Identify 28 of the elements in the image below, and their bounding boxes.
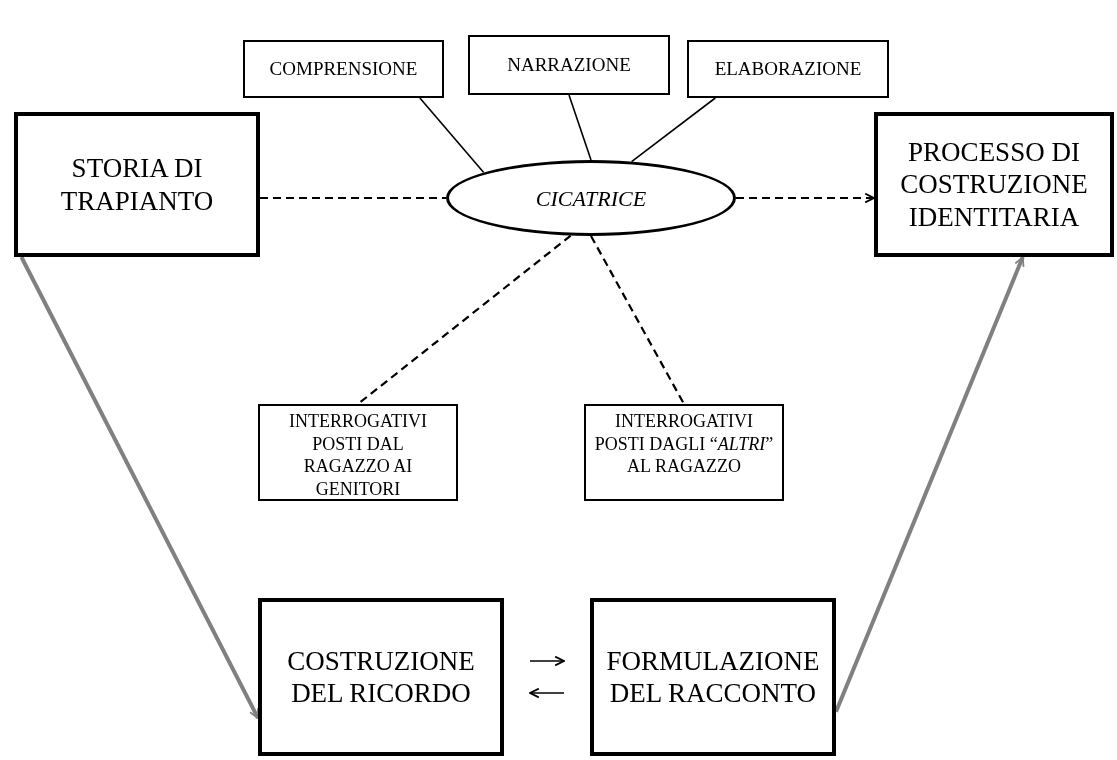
node-label: FORMULAZIONE DEL RACCONTO [606, 644, 820, 710]
question-box [584, 404, 784, 501]
concept-box [243, 40, 444, 98]
arrow [529, 655, 565, 667]
question-box [258, 404, 458, 501]
connector-line [590, 235, 685, 405]
connector-line [568, 94, 592, 161]
arrow [736, 192, 875, 204]
node-label: PROCESSO DI COSTRUZIONE IDENTITARIA [899, 135, 1089, 234]
node-label: NARRAZIONE [507, 52, 631, 77]
process-box [14, 112, 260, 257]
concept-box [687, 40, 889, 98]
node-label: INTERROGATIVI POSTI DAL RAGAZZO AI GENITORI [288, 410, 428, 500]
node-label: INTERROGATIVI POSTI DAGLI “ALTRI” AL RAGAZZO [594, 410, 774, 478]
node-label: COMPRENSIONE [269, 56, 418, 81]
node-label: CICATRICE [535, 184, 647, 213]
process-box [258, 598, 504, 756]
node-label: COSTRUZIONE DEL RICORDO [286, 644, 476, 710]
node-label: STORIA DI TRAPIANTO [59, 152, 215, 217]
concept-box [468, 35, 670, 95]
connector-line [260, 196, 446, 200]
node-label: ELABORAZIONE [714, 56, 862, 81]
arrow [19, 256, 260, 719]
connector-line [419, 97, 485, 174]
connector-line [357, 234, 572, 405]
arrow [529, 687, 565, 699]
process-box [590, 598, 836, 756]
process-box [874, 112, 1114, 257]
